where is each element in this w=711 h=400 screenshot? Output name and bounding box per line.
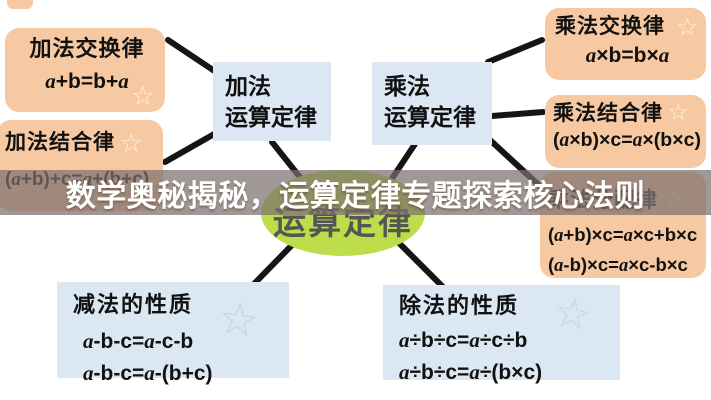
- formula-line1: (a+b)×c=a×c+b×c: [548, 224, 698, 247]
- line-mulhub-to-mulass: [489, 109, 546, 119]
- node-title: 乘法结合律: [553, 102, 663, 125]
- node-multiplication-associative: 乘法结合律 ☆ (a×b)×c=a×(b×c): [545, 95, 706, 168]
- node-formula: a+b=b+a: [45, 69, 129, 94]
- node-formula: a×b=b×a: [585, 43, 670, 68]
- node-division-property: 除法的性质 a÷b÷c=a÷c÷b a÷b÷c=a÷(b×c) ☆: [383, 285, 620, 384]
- node-title: 加法结合律: [5, 131, 115, 154]
- node-formula: a-b-c=a-c-b a-b-c=a-(b+c): [73, 326, 283, 389]
- headline-text: 数学奥秘揭秘，运算定律专题探索核心法则: [65, 179, 646, 213]
- formula-line2: a÷b÷c=a÷(b×c): [399, 359, 543, 384]
- hub-addition-laws: 加法 运算定律: [213, 62, 331, 141]
- hub-title-line2: 运算定律: [384, 104, 476, 131]
- node-multiplication-commutative: 乘法交换律 a×b=b×a ☆: [545, 8, 706, 80]
- formula-line2: a-b-c=a-(b+c): [83, 360, 213, 385]
- hub-multiplication-laws: 乘法 运算定律: [372, 62, 492, 145]
- star-icon: ☆: [667, 99, 689, 126]
- node-subtraction-property: 减法的性质 a-b-c=a-c-b a-b-c=a-(b+c) ☆: [57, 282, 289, 385]
- line-addcom-to-addhub: [165, 37, 219, 75]
- hub-title-line1: 加法: [225, 73, 271, 99]
- formula-line2: (a-b)×c=a×c-b×c: [548, 253, 688, 276]
- node-formula: a÷b÷c=a÷c÷b a÷b÷c=a÷(b×c): [399, 325, 614, 388]
- node-title: 加法交换律: [29, 36, 145, 61]
- line-center-to-sub: [248, 241, 296, 290]
- node-addition-commutative: 加法交换律 a+b=b+a ☆: [5, 28, 165, 112]
- node-formula: (a+b)×c=a×c+b×c (a-b)×c=a×c-b×c: [548, 221, 702, 280]
- hub-title-line1: 乘法: [384, 73, 430, 99]
- star-icon: ☆: [119, 128, 143, 158]
- formula-line1: a-b-c=a-c-b: [83, 329, 194, 354]
- hub-title-line2: 运算定律: [225, 104, 317, 131]
- node-title: 减法的性质: [73, 292, 194, 317]
- line-center-to-div: [394, 238, 447, 291]
- corner-decoration: [7, 0, 33, 9]
- headline-banner: 数学奥秘揭秘，运算定律专题探索核心法则: [0, 170, 711, 215]
- line-mulhub-to-mulcom: [485, 37, 545, 65]
- line-addass-to-addhub: [162, 130, 219, 165]
- node-formula: (a×b)×c=a×(b×c): [553, 129, 701, 152]
- node-title: 乘法交换律: [555, 15, 665, 38]
- node-title: 除法的性质: [399, 293, 520, 318]
- formula-line1: a÷b÷c=a÷c÷b: [399, 328, 528, 353]
